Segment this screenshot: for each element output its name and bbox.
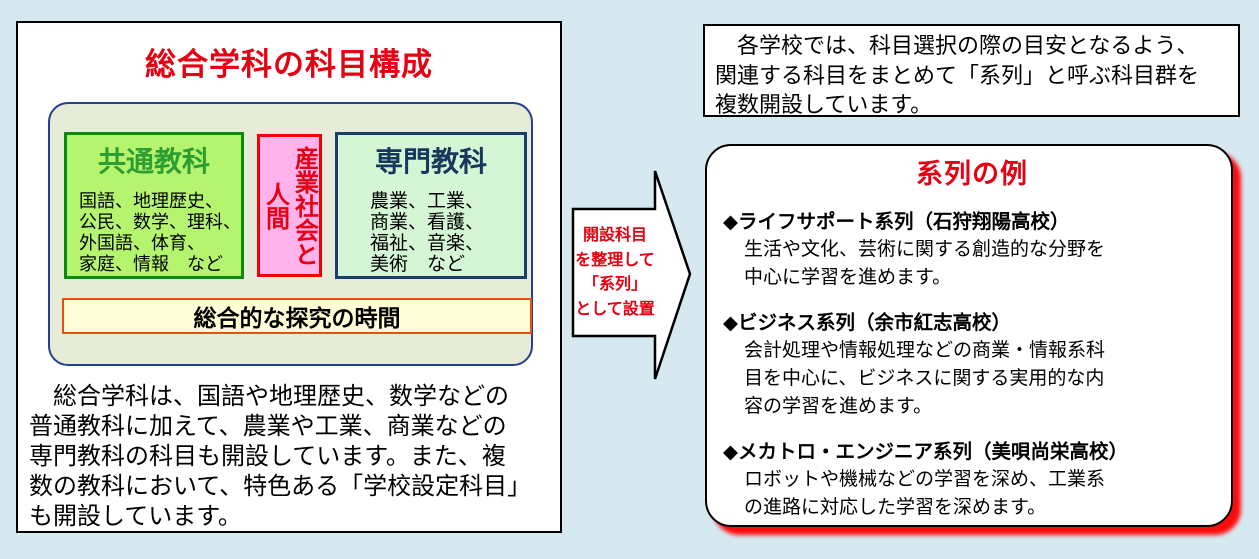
right-arrow-shape (571, 170, 692, 380)
industry-society-box: 産業社会と人間 (257, 134, 322, 277)
arrow-caption-line: として設置 (575, 300, 655, 318)
specialized-subjects-line: 商業、看護、 (370, 212, 485, 233)
curriculum-container: 共通教科 国語、地理歴史、 公民、数学、理科、 外国語、体育、 家庭、情報 など… (48, 102, 533, 366)
subject-composition-description: 総合学科は、国語や地理歴史、数学などの普通教科に加えて、農業や工業、商業などの専… (29, 383, 520, 530)
inquiry-time-box: 総合的な探究の時間 (62, 298, 532, 334)
industry-society-label: 産業社会と人間 (261, 145, 318, 266)
common-subjects-line: 家庭、情報 など (79, 254, 223, 274)
arrow-caption: 開設科目 を整理して 「系列」 として設置 (573, 224, 657, 322)
series-item-life-support: ◆ライフサポート系列（石狩翔陽高校） 生活や文化、芸術に関する創造的な分野を中心… (723, 205, 1221, 292)
specialized-subjects-line: 福祉、音楽、 (370, 233, 485, 254)
subject-composition-title: 総合学科の科目構成 (145, 47, 433, 82)
specialized-subjects-title: 専門教科 (374, 146, 487, 177)
series-item-description: 会計処理や情報処理などの商業・情報系科目を中心に、ビジネスに関する実用的な内容の… (744, 340, 1106, 417)
common-subjects-list: 国語、地理歴史、 公民、数学、理科、 外国語、体育、 家庭、情報 など (67, 191, 241, 275)
arrow-polygon (571, 170, 692, 380)
series-examples-title: 系列の例 (916, 159, 1028, 189)
arrow-caption-line: 開設科目 (582, 227, 647, 244)
common-subjects-box: 共通教科 国語、地理歴史、 公民、数学、理科、 外国語、体育、 家庭、情報 など (64, 132, 244, 279)
series-examples-panel: 系列の例 ◆ライフサポート系列（石狩翔陽高校） 生活や文化、芸術に関する創造的な… (705, 144, 1233, 527)
series-item-heading: ◆ビジネス系列（余市紅志高校） (723, 312, 1011, 334)
common-subjects-line: 外国語、体育、 (79, 233, 205, 253)
subject-composition-panel: 総合学科の科目構成 共通教科 国語、地理歴史、 公民、数学、理科、 外国語、体育… (16, 21, 562, 533)
series-item-mechatronics: ◆メカトロ・エンジニア系列（美唄尚栄高校） ロボットや機械などの学習を深め、工業… (723, 435, 1221, 522)
specialized-subjects-list: 農業、工業、 商業、看護、 福祉、音楽、 美術 など (338, 191, 524, 275)
series-note-box: 各学校では、科目選択の際の目安となるよう、関連する科目をまとめて「系列」と呼ぶ科… (703, 24, 1240, 117)
specialized-subjects-line: 美術 など (370, 254, 466, 275)
specialized-subjects-line: 農業、工業、 (370, 191, 485, 212)
series-note-text: 各学校では、科目選択の際の目安となるよう、関連する科目をまとめて「系列」と呼ぶ科… (715, 33, 1200, 117)
series-item-description: 生活や文化、芸術に関する創造的な分野を中心に学習を進めます。 (744, 239, 1106, 288)
common-subjects-line: 公民、数学、理科、 (79, 212, 241, 232)
common-subjects-title: 共通教科 (97, 146, 210, 177)
arrow-caption-line: 「系列」 (582, 276, 647, 293)
specialized-subjects-box: 専門教科 農業、工業、 商業、看護、 福祉、音楽、 美術 など (335, 132, 527, 279)
arrow-caption-line: を整理して (575, 251, 655, 269)
series-item-description: ロボットや機械などの学習を深め、工業系の進路に対応した学習を深めます。 (744, 469, 1106, 518)
series-item-heading: ◆ライフサポート系列（石狩翔陽高校） (723, 211, 1070, 233)
series-item-business: ◆ビジネス系列（余市紅志高校） 会計処理や情報処理などの商業・情報系科目を中心に… (723, 306, 1221, 421)
inquiry-time-label: 総合的な探究の時間 (193, 305, 401, 331)
common-subjects-line: 国語、地理歴史、 (79, 191, 223, 211)
series-item-heading: ◆メカトロ・エンジニア系列（美唄尚栄高校） (723, 441, 1128, 463)
